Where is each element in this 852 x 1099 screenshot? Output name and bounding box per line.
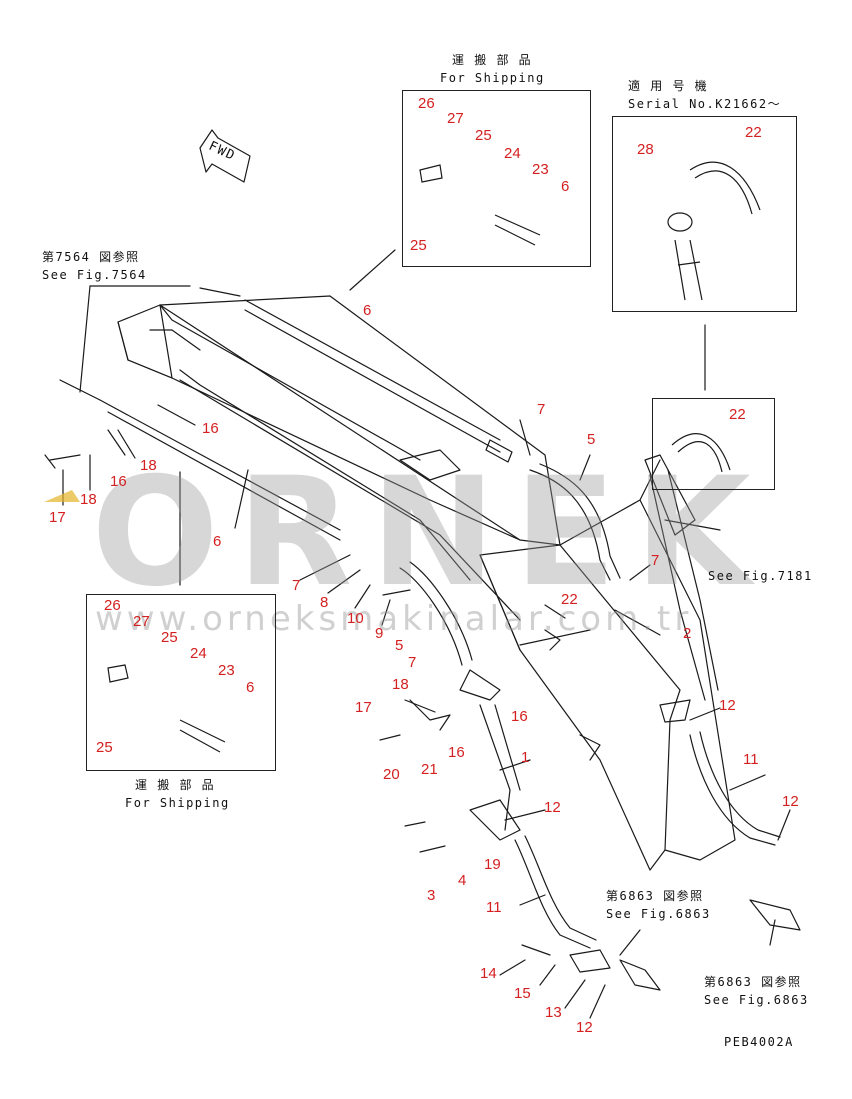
ref-fig7181-en: See Fig.7181 <box>708 569 813 583</box>
callout: 11 <box>743 751 759 768</box>
callout: 17 <box>355 699 372 716</box>
arm-body <box>479 459 736 871</box>
callout: 23 <box>532 161 549 178</box>
callout: 27 <box>447 110 464 127</box>
callout: 12 <box>719 697 736 714</box>
callout: 28 <box>637 141 654 158</box>
callout: 21 <box>421 761 438 778</box>
cylinder <box>644 454 719 701</box>
callout: 11 <box>486 899 502 916</box>
pipe-6-lower <box>99 399 341 541</box>
callout: 24 <box>504 145 521 162</box>
callout: 18 <box>140 457 157 474</box>
bottom-shipping-title-en: For Shipping <box>125 796 230 810</box>
callout: 18 <box>392 676 409 693</box>
top-shipping-title-jp: 運 搬 部 品 <box>452 53 533 67</box>
bottom-shipping-box <box>86 594 276 771</box>
callout: 25 <box>161 629 178 646</box>
callout: 7 <box>537 401 546 418</box>
bottom-shipping-title-jp: 運 搬 部 品 <box>135 778 216 792</box>
callout: 12 <box>544 799 561 816</box>
ref-fig6863b-jp: 第6863 図参照 <box>704 975 802 989</box>
callout: 6 <box>561 178 570 195</box>
callout: 6 <box>213 533 222 550</box>
callout: 16 <box>110 473 127 490</box>
callout: 6 <box>363 302 372 319</box>
callout: 2 <box>683 625 692 642</box>
detail-box-22 <box>652 398 775 490</box>
callout: 22 <box>729 406 746 423</box>
callout: 16 <box>448 744 465 761</box>
ref-fig6863a-jp: 第6863 図参照 <box>606 889 704 903</box>
callout: 26 <box>104 597 121 614</box>
callout: 1 <box>521 749 530 766</box>
callout: 16 <box>202 420 219 437</box>
callout: 22 <box>561 591 578 608</box>
top-shipping-box <box>402 90 591 267</box>
callout: 25 <box>410 237 427 254</box>
serial-title-jp: 適 用 号 機 <box>628 79 709 93</box>
ref-fig7564-jp: 第7564 図参照 <box>42 250 140 264</box>
callout: 7 <box>651 552 660 569</box>
serial-title-en: Serial No.K21662～ <box>628 97 782 111</box>
pipe-6-upper <box>199 287 513 463</box>
callout: 4 <box>458 872 467 889</box>
callout: 13 <box>545 1004 562 1021</box>
callout: 24 <box>190 645 207 662</box>
hose-11-right <box>689 731 781 846</box>
callout: 5 <box>587 431 596 448</box>
ref-fig7564-en: See Fig.7564 <box>42 268 147 282</box>
callout: 25 <box>475 127 492 144</box>
callout: 26 <box>418 95 435 112</box>
ref-fig6863a-en: See Fig.6863 <box>606 907 711 921</box>
callout: 20 <box>383 766 400 783</box>
callout: 12 <box>782 793 799 810</box>
callout: 5 <box>395 637 404 654</box>
callout: 17 <box>49 509 66 526</box>
callout: 19 <box>484 856 501 873</box>
watermark-accent <box>44 490 80 502</box>
callout: 6 <box>246 679 255 696</box>
boom-body <box>117 295 561 621</box>
callout: 18 <box>80 491 97 508</box>
callout: 22 <box>745 124 762 141</box>
callout: 27 <box>133 613 150 630</box>
fwd-arrow-icon <box>199 129 251 183</box>
callout: 12 <box>576 1019 593 1036</box>
callout: 25 <box>96 739 113 756</box>
callout: 14 <box>480 965 497 982</box>
callout: 10 <box>347 610 364 627</box>
callout: 7 <box>292 577 301 594</box>
drawing-code: PEB4002A <box>724 1035 794 1049</box>
ref-fig6863b-en: See Fig.6863 <box>704 993 809 1007</box>
callout: 9 <box>375 625 384 642</box>
top-shipping-title-en: For Shipping <box>440 71 545 85</box>
serial-box <box>612 116 797 312</box>
callout: 15 <box>514 985 531 1002</box>
hose-11-left <box>514 835 597 949</box>
callout: 23 <box>218 662 235 679</box>
callout: 16 <box>511 708 528 725</box>
watermark-url: www.orneksmakinalar.com.tr <box>95 599 693 639</box>
callout: 7 <box>408 654 417 671</box>
hose-5 <box>399 463 621 666</box>
callout: 8 <box>320 594 329 611</box>
callout: 3 <box>427 887 436 904</box>
